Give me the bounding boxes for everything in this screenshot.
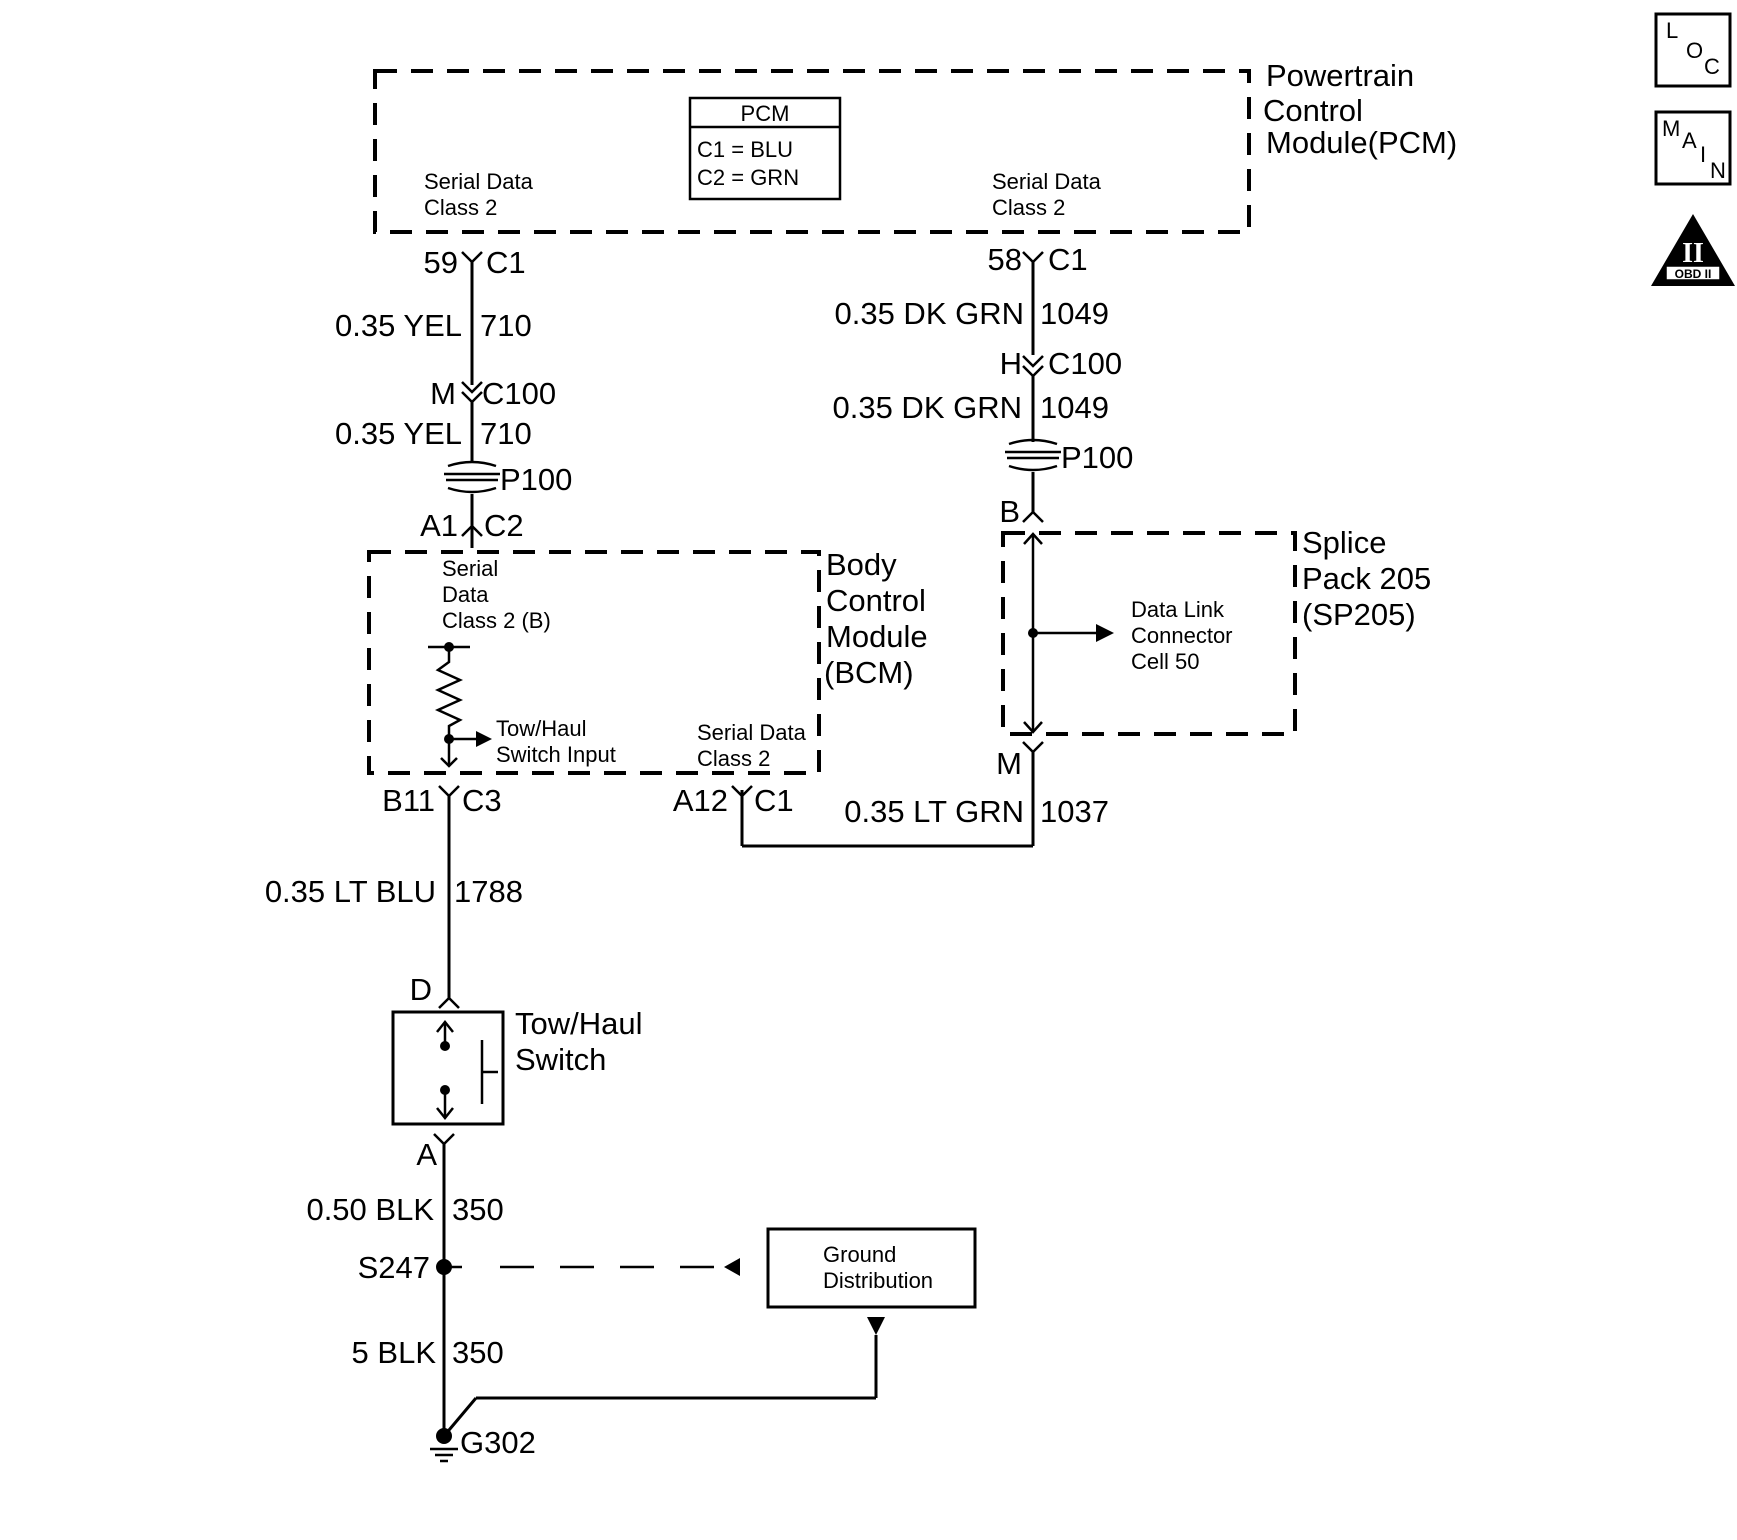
svg-text:Control: Control xyxy=(826,583,926,618)
svg-text:B: B xyxy=(999,494,1020,529)
svg-text:A: A xyxy=(416,1137,437,1172)
svg-text:Ground: Ground xyxy=(823,1242,896,1267)
svg-text:Tow/Haul: Tow/Haul xyxy=(496,716,586,741)
svg-text:P100: P100 xyxy=(500,462,572,497)
svg-text:58: 58 xyxy=(988,242,1022,277)
svg-text:C1: C1 xyxy=(1048,242,1088,277)
svg-text:P100: P100 xyxy=(1061,440,1133,475)
svg-text:710: 710 xyxy=(480,416,532,451)
svg-text:Pack 205: Pack 205 xyxy=(1302,561,1431,596)
svg-text:Serial Data: Serial Data xyxy=(992,169,1102,194)
svg-text:C1: C1 xyxy=(486,245,526,280)
pcm-inner-title: PCM xyxy=(741,101,790,126)
pcm-title-1: Powertrain xyxy=(1266,58,1414,93)
svg-text:Switch: Switch xyxy=(515,1042,606,1077)
svg-text:(SP205): (SP205) xyxy=(1302,597,1416,632)
svg-text:I: I xyxy=(1700,142,1706,167)
svg-text:710: 710 xyxy=(480,308,532,343)
pcm-c2-color: C2 = GRN xyxy=(697,165,799,190)
svg-text:N: N xyxy=(1710,158,1726,183)
svg-text:Data: Data xyxy=(442,582,489,607)
svg-text:Distribution: Distribution xyxy=(823,1268,933,1293)
svg-text:0.35 YEL: 0.35 YEL xyxy=(335,308,462,343)
svg-text:M: M xyxy=(430,376,456,411)
svg-text:1049: 1049 xyxy=(1040,296,1109,331)
svg-text:1049: 1049 xyxy=(1040,390,1109,425)
svg-text:Tow/Haul: Tow/Haul xyxy=(515,1006,643,1041)
svg-text:1788: 1788 xyxy=(454,874,523,909)
svg-text:350: 350 xyxy=(452,1192,504,1227)
svg-text:M: M xyxy=(996,746,1022,781)
svg-text:A: A xyxy=(1682,128,1697,153)
svg-text:350: 350 xyxy=(452,1335,504,1370)
svg-text:Body: Body xyxy=(826,547,897,582)
svg-text:S247: S247 xyxy=(358,1250,430,1285)
svg-text:0.35 YEL: 0.35 YEL xyxy=(335,416,462,451)
main-icon[interactable]: M A I N xyxy=(1654,110,1732,186)
svg-text:O: O xyxy=(1686,38,1703,63)
svg-text:Class 2: Class 2 xyxy=(697,746,770,771)
svg-text:OBD II: OBD II xyxy=(1675,267,1712,281)
svg-text:D: D xyxy=(410,972,432,1007)
svg-text:L: L xyxy=(1666,18,1678,43)
obd-roman: II xyxy=(1682,238,1704,269)
svg-text:C: C xyxy=(1704,54,1720,79)
svg-text:5 BLK: 5 BLK xyxy=(352,1335,437,1370)
ground-circuit: 0.50 BLK 350 S247 Ground Distribution 5 … xyxy=(306,1144,977,1463)
svg-text:Connector: Connector xyxy=(1131,623,1233,648)
svg-text:Class 2: Class 2 xyxy=(424,195,497,220)
svg-text:G302: G302 xyxy=(460,1425,536,1460)
svg-text:Module: Module xyxy=(826,619,928,654)
svg-text:H: H xyxy=(1000,346,1022,381)
svg-text:59: 59 xyxy=(424,245,458,280)
right-branch: 58 C1 0.35 DK GRN 1049 H C100 0.35 DK GR… xyxy=(740,242,1133,848)
svg-text:M: M xyxy=(1662,116,1680,141)
svg-text:(BCM): (BCM) xyxy=(824,655,914,690)
svg-text:C1: C1 xyxy=(754,783,794,818)
left-branch: 59 C1 0.35 YEL 710 M C100 0.35 YEL 710 P… xyxy=(335,245,572,548)
loc-icon[interactable]: L O C xyxy=(1654,12,1732,88)
bcm-module: Body Control Module (BCM) Serial Data Cl… xyxy=(367,547,928,846)
svg-text:C100: C100 xyxy=(1048,346,1122,381)
splice-pack-205: Splice Pack 205 (SP205) Data Link Connec… xyxy=(1001,525,1431,736)
tow-haul-circuit: 0.35 LT BLU 1788 D Tow/Haul Switch A xyxy=(265,796,643,1172)
svg-text:Class 2 (B): Class 2 (B) xyxy=(442,608,551,633)
svg-text:Data Link: Data Link xyxy=(1131,597,1225,622)
pcm-c1-color: C1 = BLU xyxy=(697,137,793,162)
svg-text:C3: C3 xyxy=(462,783,502,818)
svg-text:Class 2: Class 2 xyxy=(992,195,1065,220)
svg-text:A12: A12 xyxy=(673,783,728,818)
svg-text:0.50 BLK: 0.50 BLK xyxy=(306,1192,434,1227)
svg-text:0.35 DK GRN: 0.35 DK GRN xyxy=(832,390,1022,425)
svg-text:1037: 1037 xyxy=(1040,794,1109,829)
svg-text:A1: A1 xyxy=(420,508,458,543)
svg-text:C100: C100 xyxy=(482,376,556,411)
obd-ii-icon[interactable]: II OBD II xyxy=(1651,214,1735,286)
pcm-title-3: Module(PCM) xyxy=(1266,125,1457,160)
svg-text:Cell 50: Cell 50 xyxy=(1131,649,1199,674)
svg-text:0.35 LT GRN: 0.35 LT GRN xyxy=(844,794,1024,829)
svg-text:0.35 DK GRN: 0.35 DK GRN xyxy=(834,296,1024,331)
svg-text:0.35 LT BLU: 0.35 LT BLU xyxy=(265,874,436,909)
svg-text:Switch Input: Switch Input xyxy=(496,742,616,767)
svg-text:Splice: Splice xyxy=(1302,525,1386,560)
svg-text:C2: C2 xyxy=(484,508,524,543)
pcm-title-2: Control xyxy=(1263,93,1363,128)
svg-text:Serial Data: Serial Data xyxy=(424,169,534,194)
svg-text:B11: B11 xyxy=(382,783,435,818)
svg-text:Serial Data: Serial Data xyxy=(697,720,807,745)
svg-text:Serial: Serial xyxy=(442,556,498,581)
pcm-module: Powertrain Control Module(PCM) PCM C1 = … xyxy=(373,58,1457,234)
